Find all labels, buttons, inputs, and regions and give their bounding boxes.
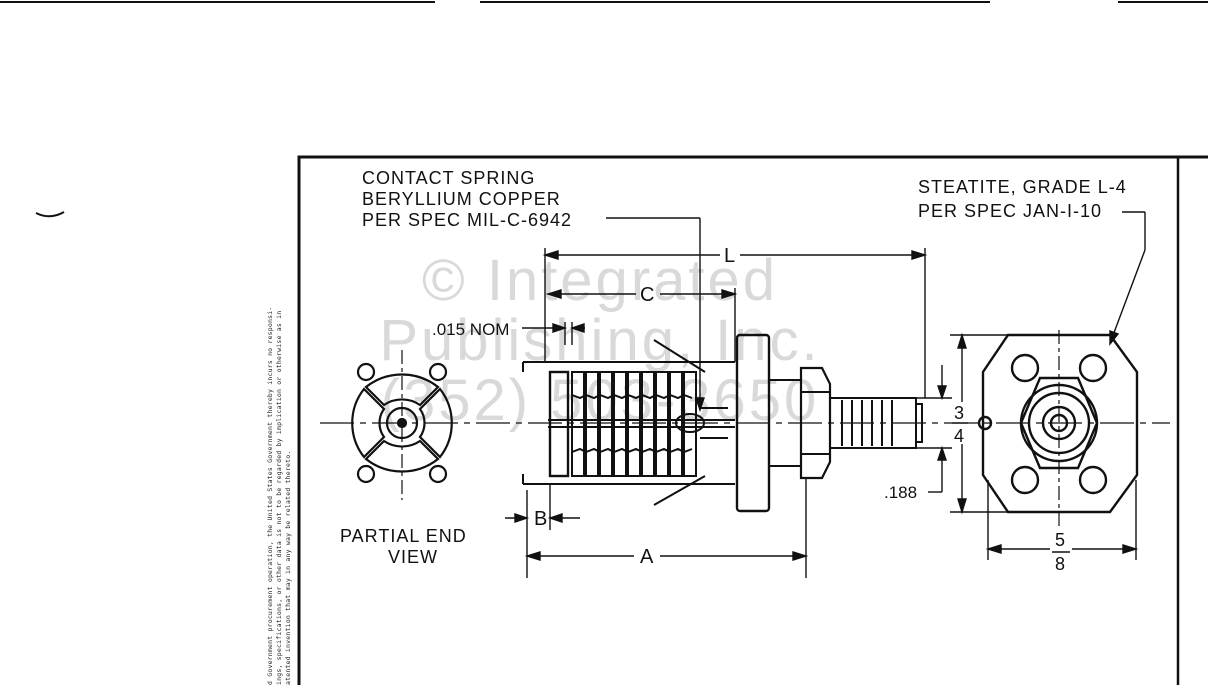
- contact-spring-label-1: CONTACT SPRING: [362, 168, 535, 188]
- partial-end-view-label-1: PARTIAL END: [340, 526, 467, 546]
- labels: CONTACT SPRING BERYLLIUM COPPER PER SPEC…: [340, 168, 1127, 568]
- legal-notice-line-2: ings, specifications, or other data is n…: [275, 311, 283, 685]
- dimension-lines: [505, 211, 1146, 578]
- watermark-line-1: © Integrated: [422, 248, 778, 313]
- fraction-3-4-numerator: 3: [954, 403, 964, 423]
- legal-notice: d Government procurement operation, the …: [266, 307, 292, 685]
- legal-notice-line-3: atented invention that may in any way be…: [284, 451, 292, 685]
- fraction-5-8-numerator: 5: [1055, 530, 1065, 550]
- steatite-label-2: PER SPEC JAN-I-10: [918, 201, 1102, 221]
- drawing-frame: [297, 155, 1208, 690]
- dim-A-label: A: [640, 546, 654, 568]
- front-view: [977, 330, 1139, 530]
- fraction-5-8: 5 8: [1052, 530, 1070, 574]
- fraction-5-8-denominator: 8: [1055, 554, 1065, 574]
- dim-188-label: .188: [884, 483, 917, 502]
- contact-spring-label-3: PER SPEC MIL-C-6942: [362, 210, 572, 230]
- watermark-line-2: Publishing, Inc.: [379, 308, 820, 373]
- fraction-3-4-denominator: 4: [954, 426, 964, 446]
- dim-015-nom-label: .015 NOM: [432, 320, 509, 339]
- partial-end-view-label-2: VIEW: [388, 547, 438, 567]
- dim-C-label: C: [640, 284, 654, 306]
- dim-L-label: L: [724, 245, 735, 267]
- fraction-3-4: 3 4: [952, 403, 968, 446]
- contact-spring-label-2: BERYLLIUM COPPER: [362, 189, 561, 209]
- partial-end-view: [351, 350, 453, 500]
- dim-B-label: B: [534, 508, 547, 530]
- legal-notice-line-1: d Government procurement operation, the …: [266, 307, 274, 685]
- side-view: [522, 333, 923, 513]
- margin-mark: [35, 211, 65, 218]
- steatite-label-1: STEATITE, GRADE L-4: [918, 177, 1127, 197]
